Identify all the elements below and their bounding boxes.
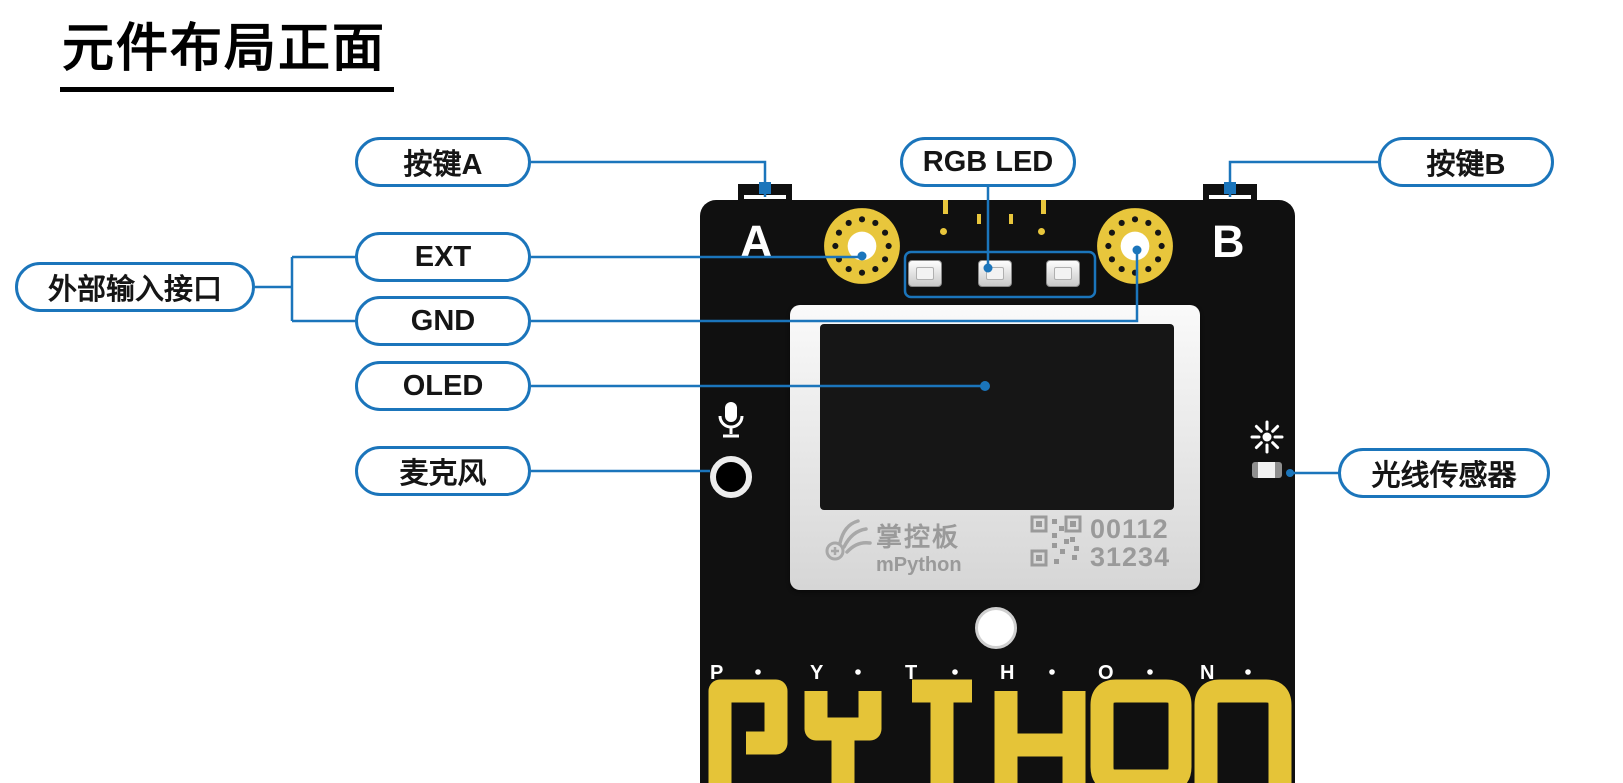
touch-pad-n bbox=[1194, 679, 1292, 783]
pad-label-n: N bbox=[1200, 662, 1214, 684]
page-title: 元件布局正面 bbox=[60, 6, 395, 92]
serial-number: 00112 31234 bbox=[1090, 515, 1170, 571]
qr-code-icon bbox=[1030, 515, 1082, 567]
board-label-b: B bbox=[1212, 216, 1245, 267]
callout-button-a: 按键A bbox=[355, 137, 531, 187]
callout-gnd: GND bbox=[355, 296, 531, 346]
pad-label-t: T bbox=[905, 662, 917, 684]
serial-line-1: 00112 bbox=[1090, 514, 1169, 544]
touch-pad-t bbox=[912, 679, 972, 783]
rgb-led-3 bbox=[1046, 260, 1080, 287]
mpython-logo-icon bbox=[825, 519, 872, 561]
brand-subname: mPython bbox=[876, 554, 962, 576]
pad-label-y: Y bbox=[810, 662, 824, 684]
callout-light-sensor: 光线传感器 bbox=[1338, 448, 1550, 498]
rgb-led-1 bbox=[908, 260, 942, 287]
touch-pad-y bbox=[804, 691, 882, 783]
touch-pad-o bbox=[1090, 679, 1192, 783]
brand-block: 掌控板 mPython bbox=[876, 517, 962, 577]
touch-pad-p bbox=[708, 679, 788, 783]
light-sensor-component bbox=[1252, 462, 1282, 478]
pad-label-h: H bbox=[1000, 662, 1014, 684]
line-button-a bbox=[531, 160, 767, 197]
microphone-component bbox=[710, 456, 752, 498]
ext-pad-ring bbox=[824, 208, 900, 284]
touch-pads: P Y T H O N bbox=[708, 662, 1292, 783]
callout-button-b: 按键B bbox=[1378, 137, 1554, 187]
touch-pad-h bbox=[994, 691, 1086, 783]
serial-line-2: 31234 bbox=[1090, 542, 1171, 572]
oled-screen bbox=[820, 324, 1174, 510]
mounting-hole bbox=[975, 607, 1017, 649]
button-a-key bbox=[738, 184, 792, 202]
oled-module: 掌控板 mPython bbox=[790, 305, 1200, 590]
callout-external-input: 外部输入接口 bbox=[15, 262, 255, 312]
line-external-input bbox=[255, 255, 355, 323]
pad-label-p: P bbox=[710, 662, 723, 684]
light-sensor-icon bbox=[1250, 420, 1284, 454]
mpython-board: A B bbox=[700, 184, 1295, 783]
board-label-a: A bbox=[740, 216, 773, 267]
gnd-pad-ring bbox=[1097, 208, 1173, 284]
callout-microphone: 麦克风 bbox=[355, 446, 531, 496]
callout-ext: EXT bbox=[355, 232, 531, 282]
microphone-icon bbox=[718, 402, 744, 438]
button-b-key bbox=[1203, 184, 1257, 202]
callout-oled: OLED bbox=[355, 361, 531, 411]
callout-rgb-led: RGB LED bbox=[900, 137, 1076, 187]
rgb-led-2 bbox=[978, 260, 1012, 287]
brand-name: 掌控板 bbox=[876, 522, 961, 552]
pad-label-o: O bbox=[1098, 662, 1114, 684]
